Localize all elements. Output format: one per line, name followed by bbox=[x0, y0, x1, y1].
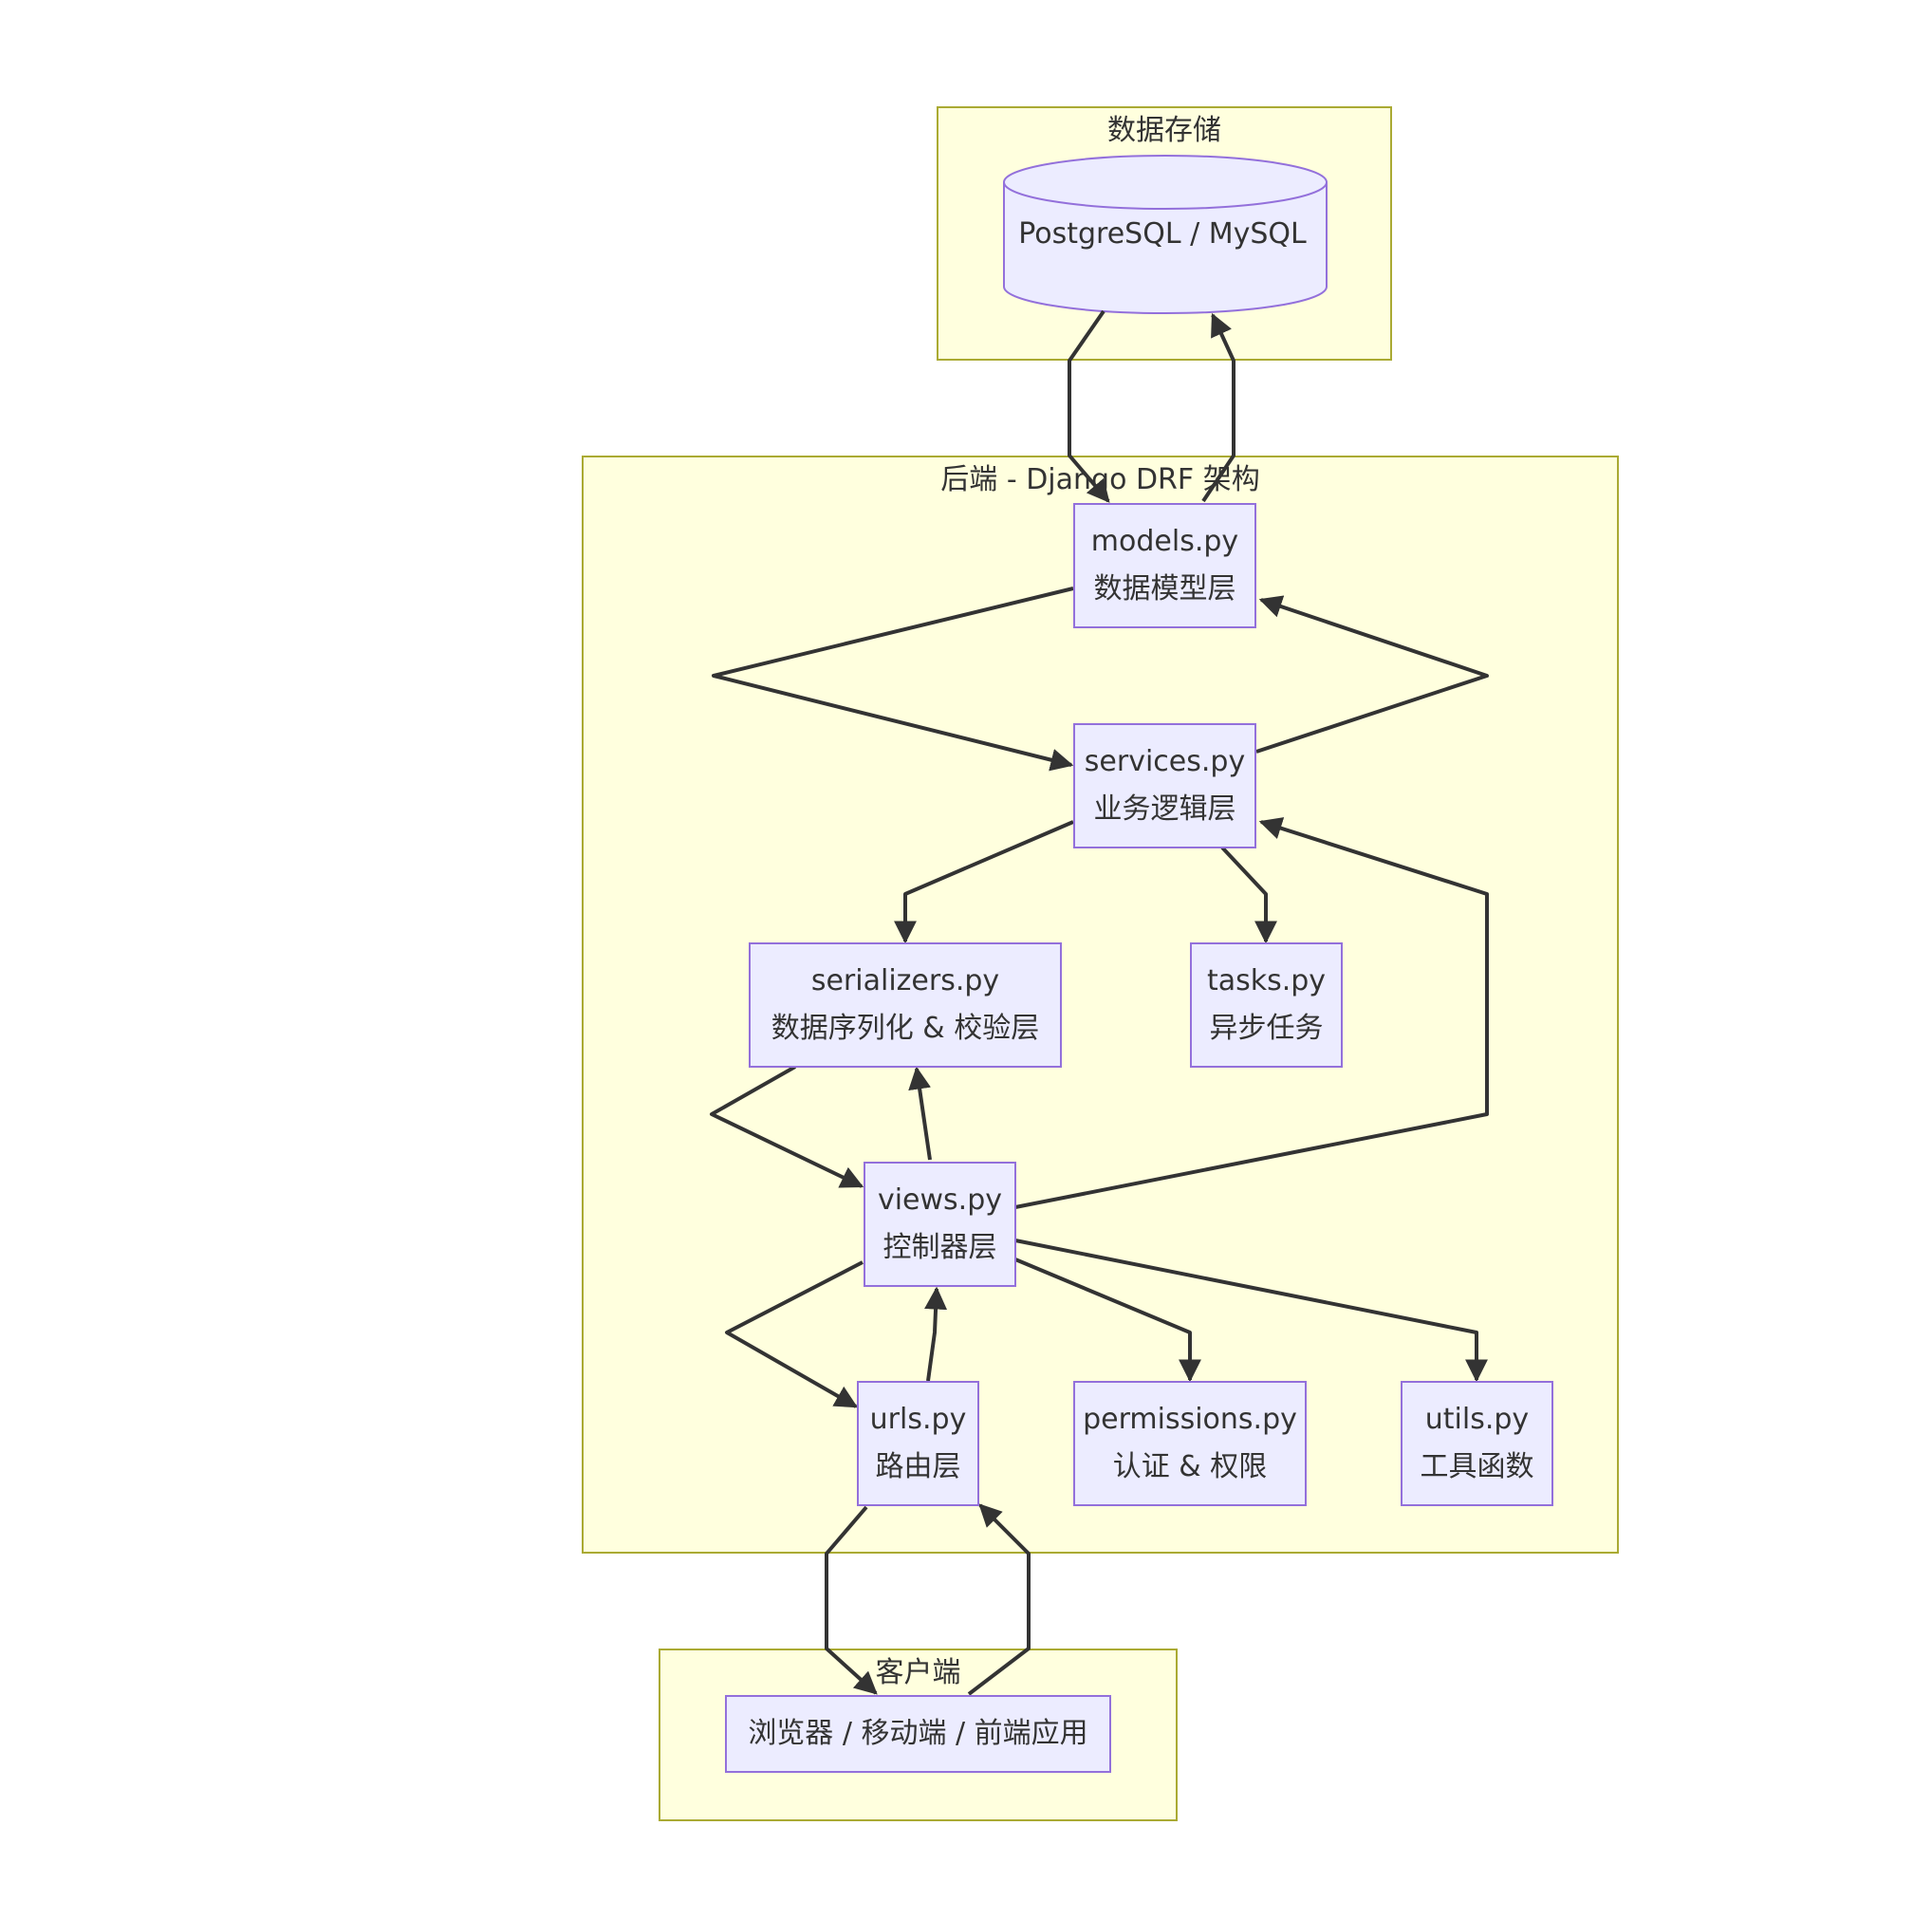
node-permissions-desc: 认证 & 权限 bbox=[1112, 1450, 1268, 1483]
edge-services-to-serializers bbox=[894, 820, 1074, 944]
cluster-storage-label: 数据存储 bbox=[1107, 114, 1221, 147]
node-models: models.py 数据模型层 bbox=[1073, 503, 1256, 628]
edge-urls-to-client bbox=[825, 1505, 878, 1695]
node-views: views.py 控制器层 bbox=[864, 1162, 1016, 1287]
node-views-file: views.py bbox=[877, 1183, 1003, 1217]
node-urls-file: urls.py bbox=[869, 1403, 967, 1436]
node-serializers: serializers.py 数据序列化 & 校验层 bbox=[749, 942, 1062, 1068]
edge-urls-to-views bbox=[924, 1286, 948, 1382]
node-services: services.py 业务逻辑层 bbox=[1073, 723, 1256, 848]
node-models-file: models.py bbox=[1090, 525, 1239, 558]
database-label: PostgreSQL / MySQL bbox=[1018, 217, 1307, 251]
database-cylinder bbox=[1003, 155, 1328, 314]
node-permissions: permissions.py 认证 & 权限 bbox=[1073, 1381, 1307, 1506]
edge-services-to-models bbox=[1255, 595, 1489, 754]
node-tasks: tasks.py 异步任务 bbox=[1190, 942, 1343, 1068]
cluster-client-label: 客户端 bbox=[875, 1656, 961, 1689]
edge-models-to-services bbox=[712, 587, 1074, 772]
edge-views-to-permissions bbox=[1014, 1258, 1201, 1383]
node-urls-desc: 路由层 bbox=[875, 1450, 961, 1483]
node-client-app: 浏览器 / 移动端 / 前端应用 bbox=[725, 1695, 1111, 1773]
node-services-file: services.py bbox=[1084, 745, 1246, 778]
edge-views-to-utils bbox=[1014, 1239, 1488, 1383]
edge-views-to-services bbox=[1014, 817, 1489, 1209]
edge-serializers-to-views bbox=[710, 1065, 864, 1188]
edge-views-to-serializers bbox=[908, 1066, 932, 1161]
edge-services-to-tasks bbox=[1220, 846, 1277, 944]
node-utils-file: utils.py bbox=[1424, 1403, 1530, 1436]
node-permissions-file: permissions.py bbox=[1083, 1403, 1297, 1436]
node-utils-desc: 工具函数 bbox=[1420, 1450, 1534, 1483]
node-views-desc: 控制器层 bbox=[882, 1231, 997, 1264]
node-serializers-desc: 数据序列化 & 校验层 bbox=[771, 1012, 1040, 1045]
edge-db-to-models bbox=[1068, 309, 1110, 503]
node-models-desc: 数据模型层 bbox=[1093, 572, 1236, 606]
node-services-desc: 业务逻辑层 bbox=[1093, 792, 1236, 826]
node-urls: urls.py 路由层 bbox=[857, 1381, 979, 1506]
edge-views-to-urls bbox=[725, 1260, 864, 1408]
edge-client-to-urls bbox=[967, 1503, 1031, 1696]
node-client-app-label: 浏览器 / 移动端 / 前端应用 bbox=[748, 1717, 1088, 1750]
edge-models-to-db bbox=[1201, 312, 1235, 503]
node-utils: utils.py 工具函数 bbox=[1401, 1381, 1553, 1506]
node-tasks-file: tasks.py bbox=[1206, 964, 1327, 997]
node-serializers-file: serializers.py bbox=[810, 964, 1000, 997]
node-tasks-desc: 异步任务 bbox=[1209, 1012, 1324, 1045]
